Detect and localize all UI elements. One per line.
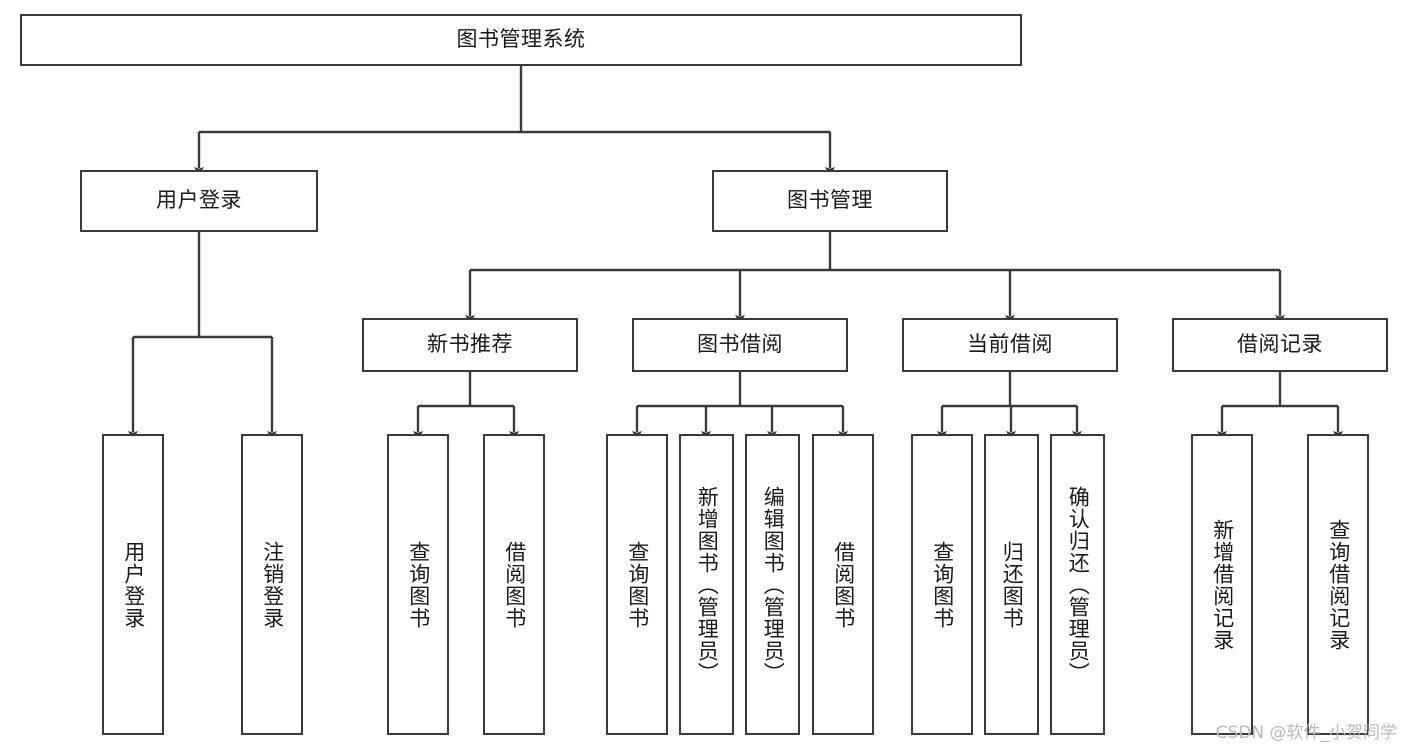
node-leaf-5-label: 新增图书（管理员） [695, 485, 720, 684]
node-leaf-2-label: 查询图书 [406, 540, 431, 629]
node-leaf-6[interactable]: 编辑图书（管理员） [745, 434, 800, 735]
node-leaf-7[interactable]: 借阅图书 [812, 434, 874, 735]
node-level3-3-label: 借阅记录 [1237, 332, 1323, 357]
node-leaf-5[interactable]: 新增图书（管理员） [679, 434, 734, 735]
node-leaf-3-label: 借阅图书 [502, 540, 527, 629]
node-leaf-1-label: 注销登录 [260, 540, 285, 629]
node-leaf-8[interactable]: 查询图书 [911, 434, 973, 735]
node-level3-0[interactable]: 新书推荐 [362, 318, 578, 372]
node-level3-2[interactable]: 当前借阅 [902, 318, 1118, 372]
node-leaf-10[interactable]: 确认归还（管理员） [1050, 434, 1105, 735]
node-leaf-11-label: 新增借阅记录 [1210, 518, 1235, 651]
node-leaf-11[interactable]: 新增借阅记录 [1191, 434, 1253, 735]
node-root-label: 图书管理系统 [456, 27, 586, 52]
node-leaf-0[interactable]: 用户登录 [102, 434, 164, 735]
node-leaf-2[interactable]: 查询图书 [387, 434, 449, 735]
node-level3-3[interactable]: 借阅记录 [1172, 318, 1388, 372]
node-leaf-8-label: 查询图书 [930, 540, 955, 629]
node-level2-0[interactable]: 用户登录 [80, 170, 318, 232]
node-leaf-7-label: 借阅图书 [831, 540, 856, 629]
node-leaf-4-label: 查询图书 [625, 540, 650, 629]
node-leaf-3[interactable]: 借阅图书 [483, 434, 545, 735]
node-level2-0-label: 用户登录 [156, 188, 242, 213]
node-leaf-10-label: 确认归还（管理员） [1066, 485, 1091, 684]
node-leaf-6-label: 编辑图书（管理员） [761, 485, 786, 684]
node-leaf-12-label: 查询借阅记录 [1326, 518, 1351, 651]
node-leaf-4[interactable]: 查询图书 [606, 434, 668, 735]
node-root[interactable]: 图书管理系统 [20, 14, 1022, 66]
node-level3-2-label: 当前借阅 [967, 332, 1053, 357]
node-leaf-12[interactable]: 查询借阅记录 [1307, 434, 1369, 735]
node-leaf-1[interactable]: 注销登录 [241, 434, 303, 735]
node-leaf-9-label: 归还图书 [1000, 540, 1025, 629]
node-level2-1[interactable]: 图书管理 [712, 170, 948, 232]
node-level3-0-label: 新书推荐 [427, 332, 513, 357]
node-level2-1-label: 图书管理 [787, 188, 873, 213]
node-leaf-0-label: 用户登录 [121, 540, 146, 629]
node-level3-1-label: 图书借阅 [697, 332, 783, 357]
node-leaf-9[interactable]: 归还图书 [984, 434, 1039, 735]
node-level3-1[interactable]: 图书借阅 [632, 318, 848, 372]
